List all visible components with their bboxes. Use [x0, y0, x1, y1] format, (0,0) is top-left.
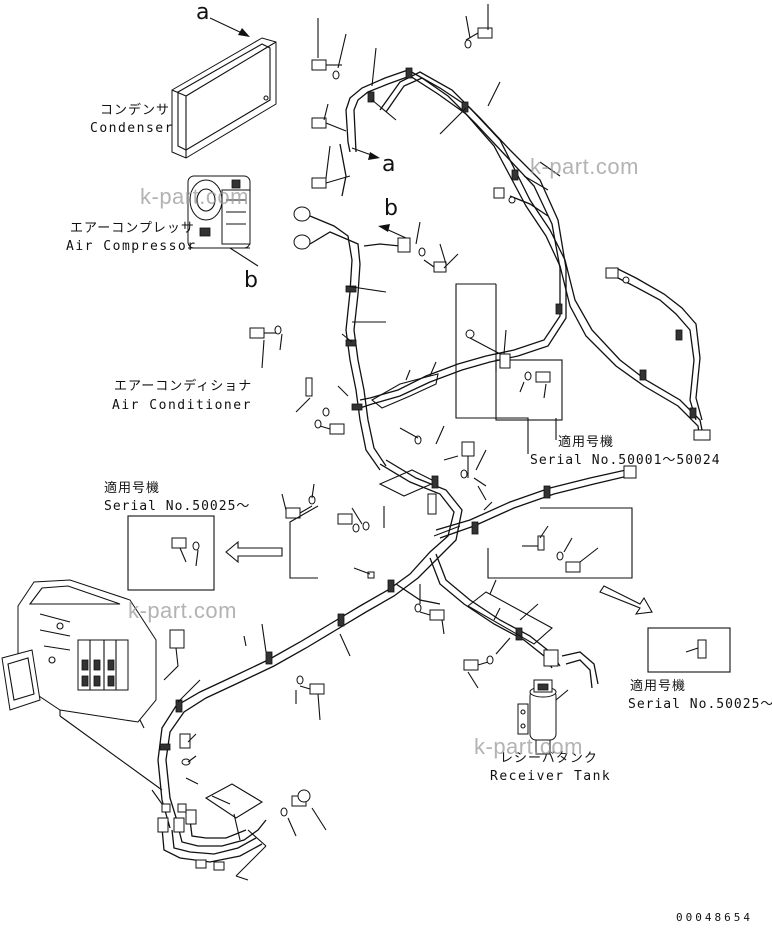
- receiver-tank-drawing: [517, 679, 569, 755]
- main-hoses: [157, 459, 637, 837]
- condenser-label-en: Condenser: [90, 121, 174, 136]
- serial-note-3-serial: Serial No.50025～: [628, 697, 772, 712]
- condenser-label-jp: コンデンサ: [100, 103, 171, 118]
- upper-bolts: [311, 4, 561, 197]
- ref-letter-b-bottom: b: [244, 268, 258, 293]
- condenser-drawing: [171, 37, 277, 159]
- serial-note-2-jp: 適用号機: [104, 481, 161, 496]
- serial-note-1-jp: 適用号機: [558, 435, 615, 450]
- serial-box-50001: [455, 283, 563, 454]
- serial-box-mid-right: [487, 507, 633, 579]
- watermark-2: k-part.com: [530, 154, 639, 179]
- serial-note-3-jp: 適用号機: [630, 679, 687, 694]
- watermark-3: k-part.com: [128, 598, 237, 623]
- air-conditioner-label-jp: エアーコンディショナ: [114, 379, 253, 394]
- compressor-drawing: [187, 175, 251, 249]
- middle-hoses: [249, 206, 459, 471]
- air-conditioner-label-en: Air Conditioner: [112, 398, 252, 413]
- ref-letter-a-arrow: a: [382, 152, 396, 177]
- serial-box-50025-left: [127, 515, 283, 591]
- compressor-label-en: Air Compressor: [66, 239, 197, 254]
- ref-letter-a-top: a: [196, 0, 210, 25]
- air-conditioner-drawing: [1, 579, 185, 729]
- ref-letter-b-arrow: b: [384, 196, 398, 221]
- receiver-tank-label-en: Receiver Tank: [490, 769, 612, 784]
- document-number: 00048654: [676, 911, 753, 924]
- watermark-4: k-part.com: [474, 734, 583, 759]
- serial-note-2-serial: Serial No.50025～: [104, 499, 251, 514]
- serial-box-50025-right: [647, 627, 731, 673]
- pipe-bundle: [59, 715, 267, 871]
- compressor-label-jp: エアーコンプレッサ: [70, 221, 195, 236]
- serial-note-1-serial: Serial No.50001～50024: [530, 453, 721, 468]
- receiver-tank-label-jp: レシーバタンク: [500, 751, 598, 766]
- watermark-1: k-part.com: [140, 184, 249, 209]
- center-fittings: [378, 425, 487, 515]
